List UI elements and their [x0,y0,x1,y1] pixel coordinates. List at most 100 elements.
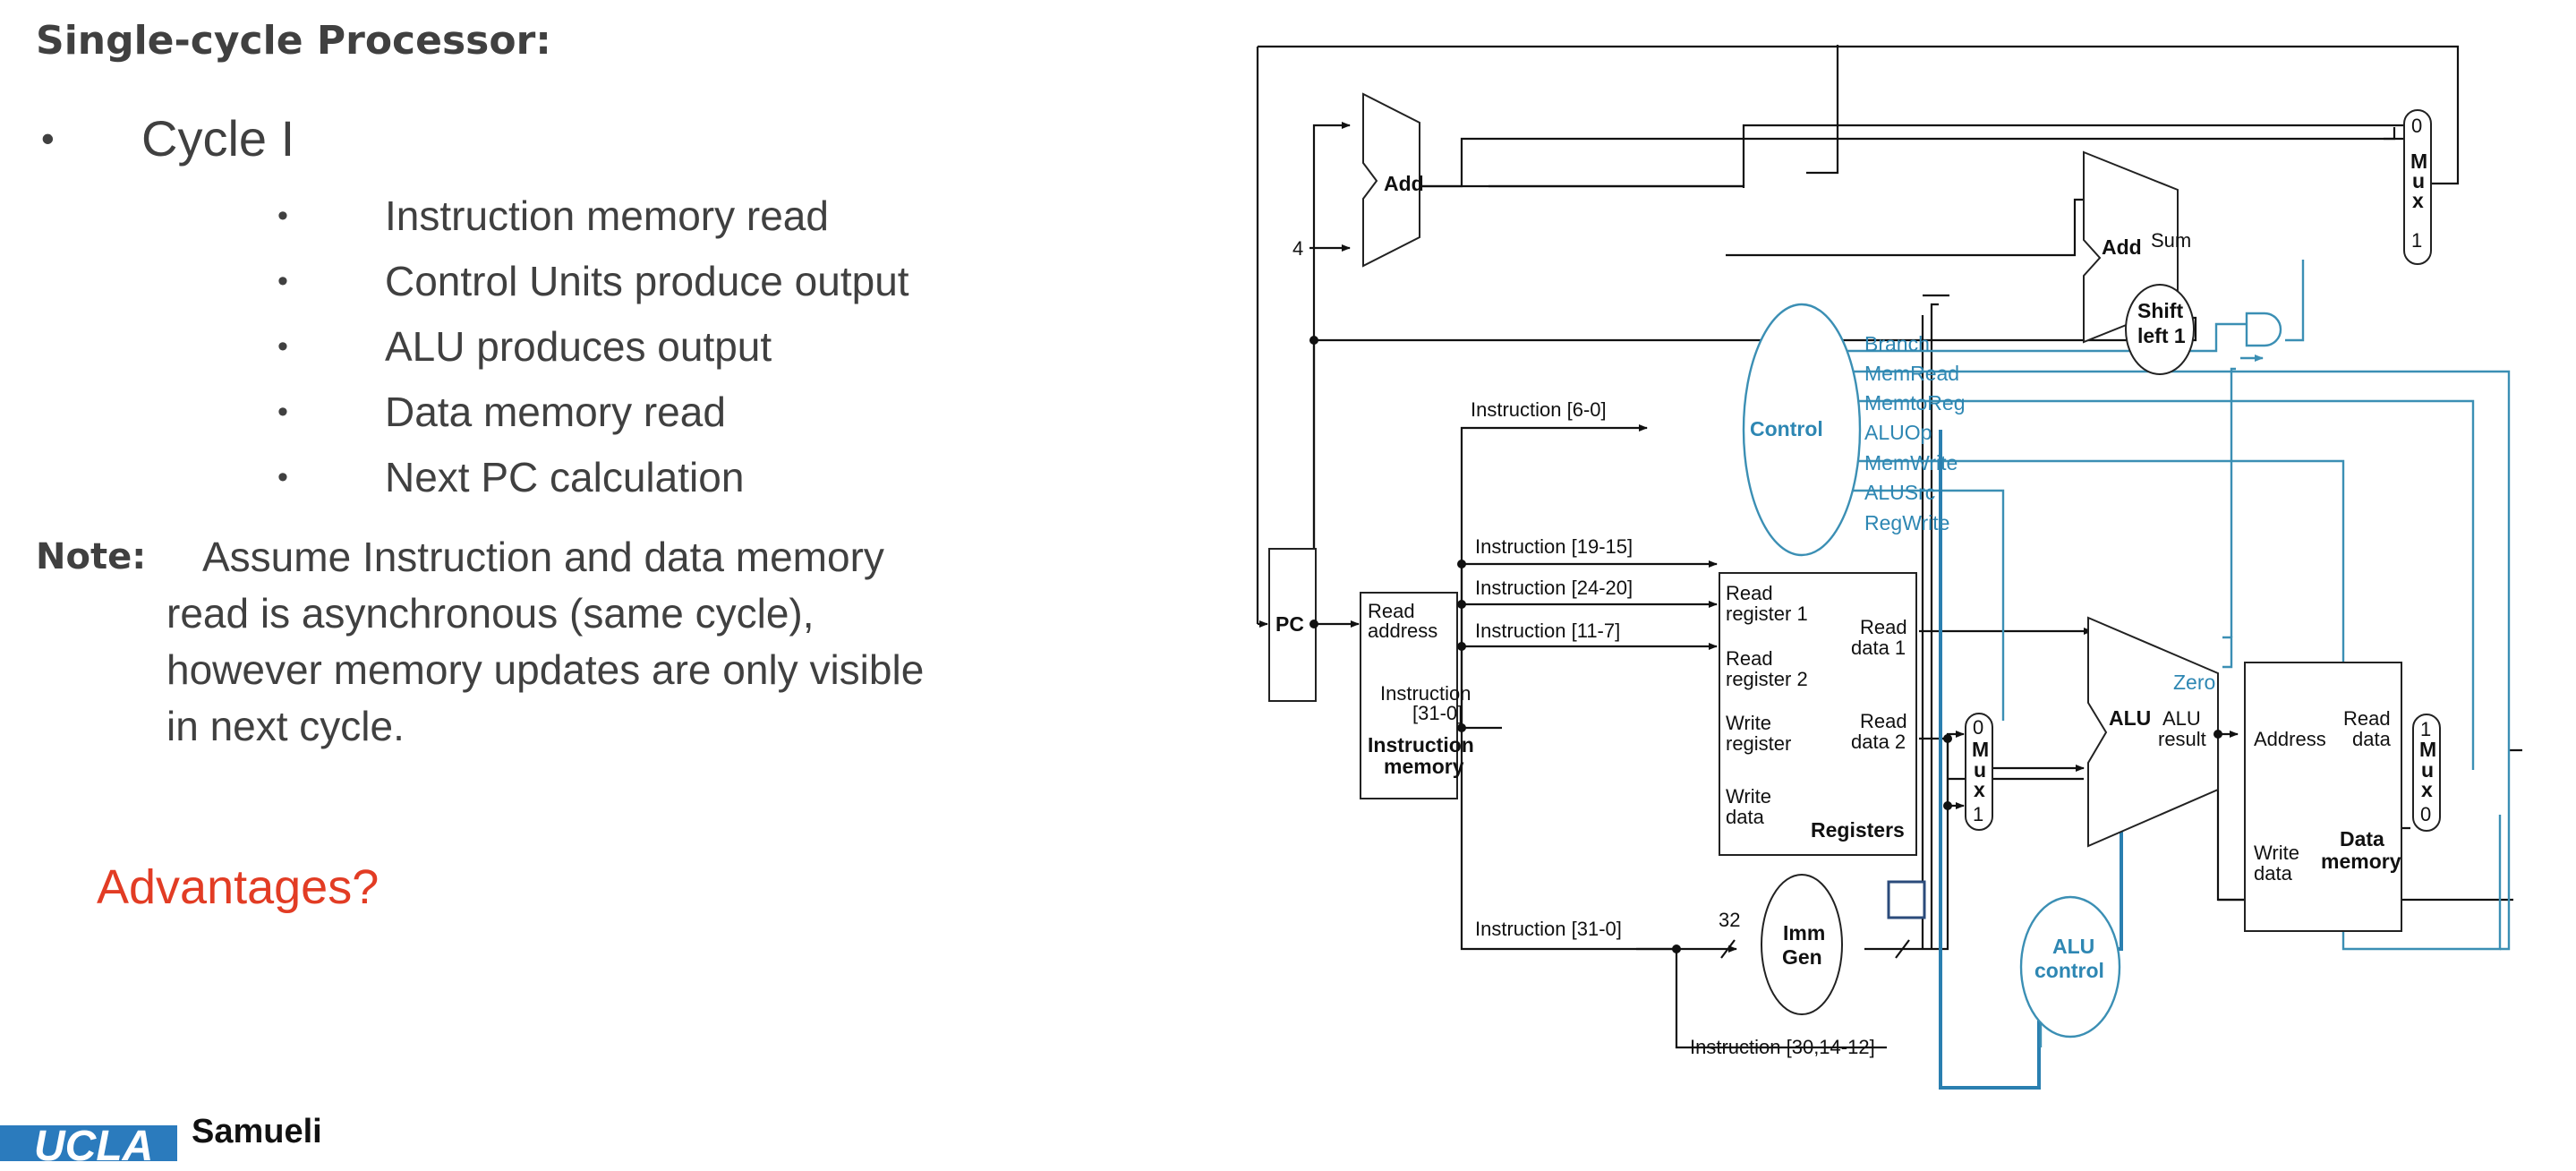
mux-letter-m: M [1972,738,1989,761]
logo-samueli-text: Samueli [192,1113,322,1150]
signal-alusrc: ALUSrc [1864,481,1935,504]
dmem-write-2: data [2254,862,2293,885]
sub-bullet: Instruction memory read [141,184,909,249]
dmem-address: Address [2254,728,2326,750]
dmem-title-1: Data [2340,827,2384,850]
reg-rr2-a: Read [1726,647,1773,670]
reg-rr1-a: Read [1726,582,1773,604]
reg-title: Registers [1811,818,1905,842]
branch-adder-label: Add [2102,235,2142,259]
control-label: Control [1750,417,1823,440]
logo-ucla-text: UCLA [34,1123,154,1170]
signal-aluop: ALUOp [1864,421,1932,444]
pcmux-letter-u: u [2412,169,2425,192]
pcmux-sel-1: 1 [2411,229,2422,252]
alu-control-label-2: control [2034,959,2104,982]
mux-letter-u: u [1974,758,1986,782]
imm-label-1: Imm [1783,921,1825,944]
shift-left-unit: Shift left 1 [2125,284,2195,375]
alu-zero-label: Zero [2173,671,2215,694]
control-signals: Branch MemRead MemtoReg ALUOp MemWrite A… [1864,332,1965,534]
register-file: Read register 1 Read register 2 Write re… [1719,572,1917,856]
wbmux-sel-1: 1 [2420,718,2431,740]
sub-bullet: ALU produces output [141,314,909,380]
shift-label-1: Shift [2137,299,2183,322]
imem-instr-2: [31-0] [1412,702,1463,724]
signal-memwrite: MemWrite [1864,451,1958,474]
wbmux-letter-m: M [2419,738,2436,761]
field-31-0: Instruction [31-0] [1475,918,1622,940]
const-four: 4 [1292,237,1303,260]
alu-src-mux: 0 M u x 1 [1965,713,1993,831]
alu-control-unit: ALU control [2019,895,2121,1039]
mux-sel-0: 0 [1973,716,1983,739]
field-19-15: Instruction [19-15] [1475,535,1633,558]
alu-result-2: result [2158,728,2206,750]
pcmux-sel-0: 0 [2411,115,2422,137]
signal-memread: MemRead [1864,362,1959,385]
reg-rr2-b: register 2 [1726,668,1808,690]
bullet-cycle-text: Cycle I [141,110,295,167]
pc-mux: 0 M u x 1 [2403,109,2432,265]
field-11-7: Instruction [11-7] [1475,620,1620,642]
reg-rd2-b: data 2 [1851,731,1906,753]
field-24-20: Instruction [24-20] [1475,577,1633,599]
wbmux-sel-0: 0 [2420,803,2431,825]
reg-rd1-a: Read [1860,616,1907,638]
pc-adder: Add [1362,92,1424,268]
reg-wr-b: register [1726,732,1791,755]
imem-read-2: address [1368,620,1437,642]
sub-bullet: Next PC calculation [141,445,909,510]
advantages-question: Advantages? [97,860,380,914]
imem-title-2: memory [1384,755,1464,778]
mux-letter-x: x [1974,778,1985,801]
field-6-0: Instruction [6-0] [1471,398,1607,421]
imem-title-1: Instruction [1368,733,1474,756]
pc-block: PC [1268,548,1317,702]
sub-bullet: Data memory read [141,380,909,445]
alu-control-label-1: ALU [2052,935,2094,958]
signal-memtoreg: MemtoReg [1864,391,1965,415]
sub-bullet-list: Instruction memory read Control Units pr… [141,184,909,510]
alu-label: ALU [2109,706,2151,730]
wb-mux: 1 M u x 0 [2412,714,2441,832]
dmem-title-2: memory [2321,850,2401,873]
dmem-read-2: data [2352,728,2392,750]
wbmux-letter-x: x [2421,778,2433,801]
dmem-read-1: Read [2343,707,2391,730]
signal-regwrite: RegWrite [1864,511,1949,534]
imem-read-1: Read [1368,600,1415,622]
signal-branch: Branch [1864,332,1930,355]
note: Note: Assume Instruction and data memory… [36,526,940,755]
reg-wd-b: data [1726,806,1765,828]
sub-bullet: Control Units produce output [141,249,909,314]
reg-wr-a: Write [1726,712,1771,734]
data-memory: Address Read data Write data Data memory [2244,662,2402,932]
note-text: Assume Instruction and data memory read … [166,534,925,749]
pc-label: PC [1275,612,1304,636]
field-30-14-12: Instruction [30,14-12] [1690,1036,1875,1058]
sum-label: Sum [2151,229,2191,252]
control-unit: Control [1742,303,1862,557]
reg-rd1-b: data 1 [1851,637,1906,659]
cursor-box [1887,880,1926,919]
width-label: 32 [1719,909,1740,931]
pcmux-letter-m: M [2410,150,2427,173]
mux-sel-1: 1 [1973,803,1983,825]
slide-title: Single-cycle Processor: [36,18,551,64]
imem-instr-1: Instruction [1380,682,1471,705]
bullet-cycle: Cycle I Instruction memory read Control … [36,103,909,510]
imm-label-2: Gen [1782,945,1822,969]
instruction-fields: Instruction [6-0] Instruction [19-15] In… [1471,398,1875,1058]
wires-black [1256,45,2522,1049]
imm-gen: Imm Gen 32 [1719,874,1926,1015]
instruction-memory: Read address Instruction [31-0] Instruct… [1360,592,1474,799]
junction-dots [1309,336,2222,953]
dmem-write-1: Write [2254,842,2299,864]
wbmux-letter-u: u [2421,758,2434,782]
shift-label-2: left 1 [2137,324,2186,347]
reg-wd-a: Write [1726,785,1771,808]
pcmux-letter-x: x [2412,189,2424,212]
reg-rr1-b: register 1 [1726,603,1808,625]
bullet-list: Cycle I Instruction memory read Control … [36,103,909,510]
